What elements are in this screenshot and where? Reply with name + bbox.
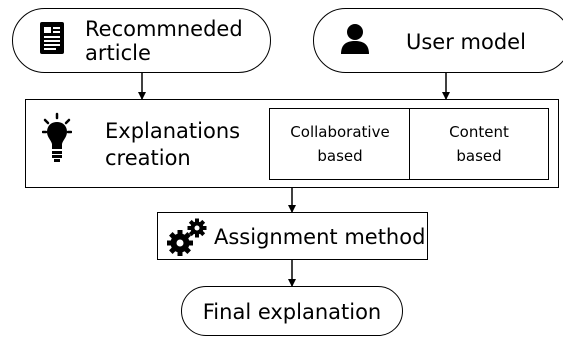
user-model-label: User model: [406, 30, 526, 54]
recommended-article-line1: Recommneded: [85, 17, 243, 41]
final-explanation-node: Final explanation: [181, 286, 403, 336]
user-icon: [341, 24, 369, 54]
explanations-creation-node: Explanations creation Collaborative base…: [25, 99, 559, 188]
newspaper-icon: [40, 22, 64, 54]
method-collaborative-line1: Collaborative: [290, 123, 390, 141]
explanations-creation-line1: Explanations: [105, 119, 241, 143]
assignment-method-node: Assignment method: [157, 212, 428, 260]
assignment-method-label: Assignment method: [214, 225, 426, 249]
recommended-article-node: Recommneded article: [12, 8, 271, 73]
user-model-node: User model: [313, 8, 563, 73]
final-explanation-label: Final explanation: [202, 300, 382, 324]
gears-icon: [167, 218, 207, 256]
method-collaborative-line2: based: [317, 147, 363, 165]
method-content-line2: based: [456, 147, 502, 165]
methods-box: Collaborative based Content based: [269, 108, 549, 180]
lightbulb-icon: [42, 112, 72, 162]
recommended-article-line2: article: [85, 41, 151, 65]
method-content-line1: Content: [449, 123, 509, 141]
method-collaborative: Collaborative based: [270, 109, 410, 179]
explanations-creation-line2: creation: [105, 146, 191, 170]
method-content: Content based: [410, 109, 548, 179]
